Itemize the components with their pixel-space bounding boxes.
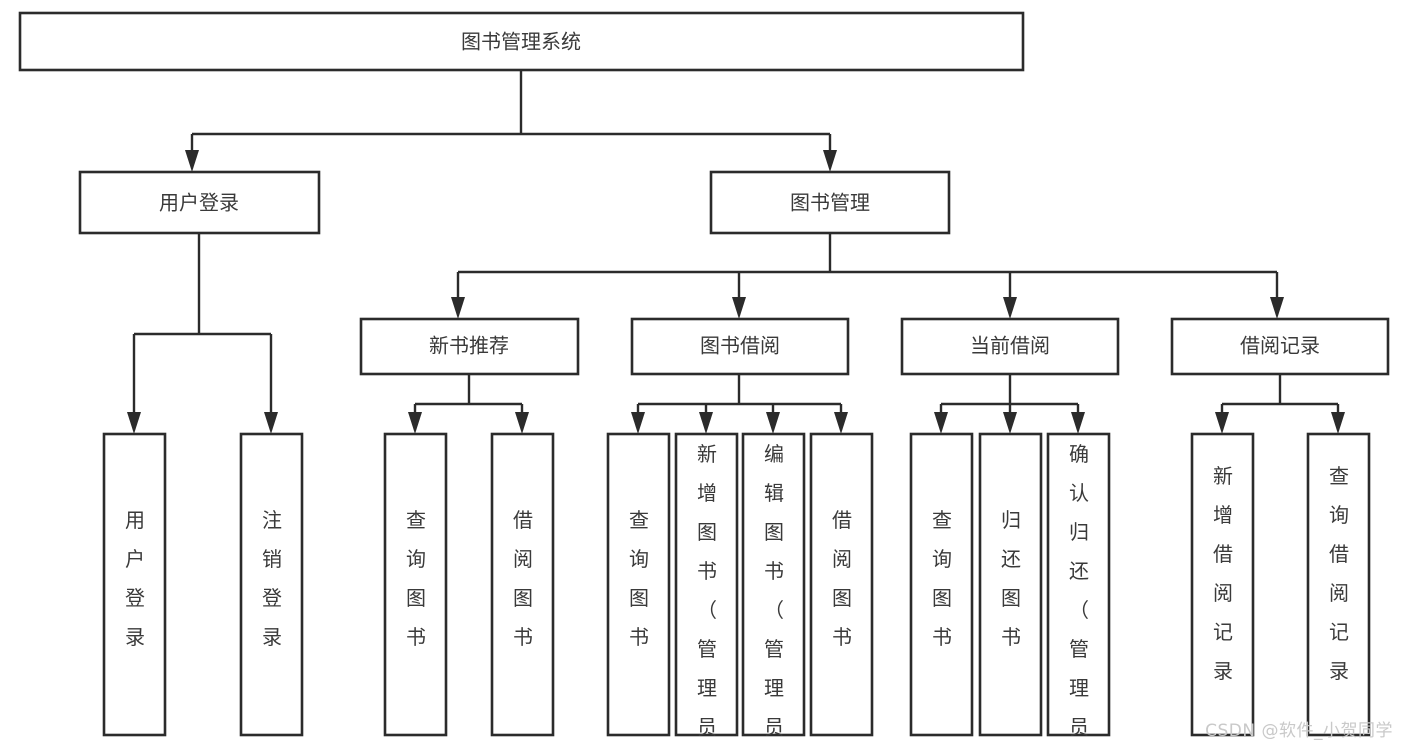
connector-userlogin-to-leaves xyxy=(127,233,278,434)
connector-root-to-level1 xyxy=(185,70,837,172)
node-borrow-records[interactable]: 借阅记录 xyxy=(1170,317,1390,376)
node-leaf-user-login-do[interactable]: 用户登录 xyxy=(102,432,167,737)
node-leaf-edit-book-admin-label: 编辑图书（管理员） xyxy=(764,442,784,747)
node-leaf-query-book-borrow-label: 查询图书 xyxy=(629,508,649,649)
node-leaf-user-logout[interactable]: 注销登录 xyxy=(239,432,304,737)
node-leaf-add-borrow-record[interactable]: 新增借阅记录 xyxy=(1190,432,1255,737)
node-leaf-borrow-book-borrow[interactable]: 借阅图书 xyxy=(809,432,874,737)
node-leaf-query-book-newbook-label: 查询图书 xyxy=(406,508,426,649)
node-leaf-borrow-book-borrow-label: 借阅图书 xyxy=(832,508,852,649)
csdn-watermark: CSDN @软件_小贺同学 xyxy=(1205,721,1393,741)
connector-bookmgmt-to-level2 xyxy=(451,233,1284,319)
node-leaf-add-borrow-record-label: 新增借阅记录 xyxy=(1213,464,1233,683)
node-user-login[interactable]: 用户登录 xyxy=(78,170,321,235)
node-leaf-query-book-borrow[interactable]: 查询图书 xyxy=(606,432,671,737)
node-leaf-user-logout-label: 注销登录 xyxy=(262,508,282,649)
node-new-book-recommend-label: 新书推荐 xyxy=(429,334,509,358)
connector-borrow-to-leaves xyxy=(631,374,848,434)
node-book-borrow-label: 图书借阅 xyxy=(700,334,780,358)
node-leaf-query-book-current-label: 查询图书 xyxy=(932,508,952,649)
node-leaf-query-book-current[interactable]: 查询图书 xyxy=(909,432,974,737)
node-leaf-add-book-admin-label: 新增图书（管理员） xyxy=(697,442,717,747)
connector-newbook-to-leaves xyxy=(408,374,529,434)
connector-current-to-leaves xyxy=(934,374,1085,434)
node-leaf-user-login-do-label: 用户登录 xyxy=(125,508,145,649)
node-root-label: 图书管理系统 xyxy=(461,30,581,54)
node-root[interactable]: 图书管理系统 xyxy=(18,11,1025,72)
node-current-borrow[interactable]: 当前借阅 xyxy=(900,317,1120,376)
node-book-borrow[interactable]: 图书借阅 xyxy=(630,317,850,376)
node-book-management[interactable]: 图书管理 xyxy=(709,170,951,235)
node-leaf-confirm-return-admin[interactable]: 确认归还（管理员） xyxy=(1046,432,1111,747)
node-leaf-return-book[interactable]: 归还图书 xyxy=(978,432,1043,737)
node-new-book-recommend[interactable]: 新书推荐 xyxy=(359,317,580,376)
node-leaf-confirm-return-admin-label: 确认归还（管理员） xyxy=(1069,442,1089,747)
node-leaf-query-borrow-record[interactable]: 查询借阅记录 xyxy=(1306,432,1371,737)
connector-records-to-leaves xyxy=(1215,374,1345,434)
node-leaf-return-book-label: 归还图书 xyxy=(1001,508,1021,649)
node-leaf-query-borrow-record-label: 查询借阅记录 xyxy=(1329,464,1349,683)
node-leaf-add-book-admin[interactable]: 新增图书（管理员） xyxy=(674,432,739,747)
node-leaf-edit-book-admin[interactable]: 编辑图书（管理员） xyxy=(741,432,806,747)
node-leaf-borrow-book-newbook[interactable]: 借阅图书 xyxy=(490,432,555,737)
node-current-borrow-label: 当前借阅 xyxy=(970,334,1050,358)
node-borrow-records-label: 借阅记录 xyxy=(1240,334,1320,358)
node-book-management-label: 图书管理 xyxy=(790,191,870,215)
node-leaf-query-book-newbook[interactable]: 查询图书 xyxy=(383,432,448,737)
node-leaf-borrow-book-newbook-label: 借阅图书 xyxy=(513,508,533,649)
node-user-login-label: 用户登录 xyxy=(159,191,239,215)
